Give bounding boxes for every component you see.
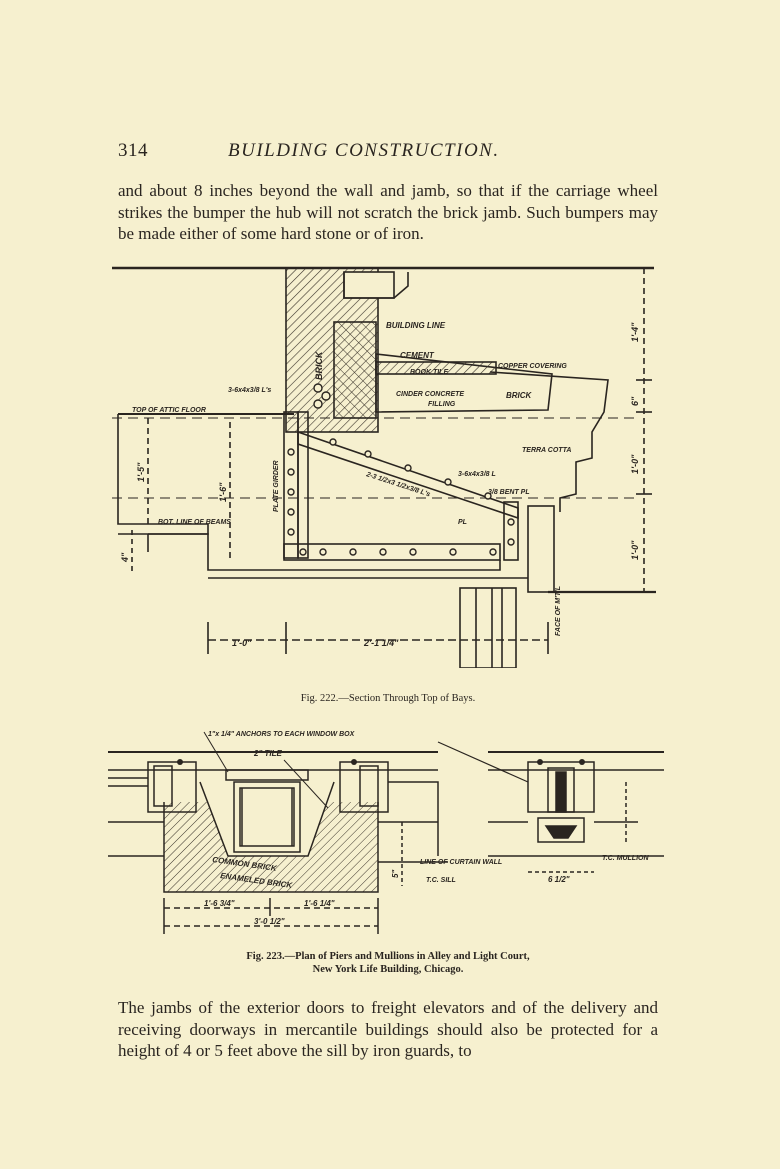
plan-drawing: 1"x 1/4" ANCHORS TO EACH WINDOW BOX 2" T… — [108, 731, 664, 934]
label-terra-cotta: TERRA COTTA — [522, 447, 571, 454]
label-top-attic-floor: TOP OF ATTIC FLOOR — [132, 407, 206, 414]
figure-223-caption-line2: New York Life Building, Chicago. — [312, 964, 464, 975]
label-angle-small: 3-6x4x3/8 L — [458, 471, 496, 478]
dim-1-0-right-lower: 1'-0" — [630, 540, 640, 560]
figure-223-caption: Fig. 223.—Plan of Piers and Mullions in … — [118, 950, 658, 976]
label-bent-pl: 3/8 BENT PL — [488, 489, 530, 496]
dim-6: 6" — [630, 396, 640, 406]
dim-1-6-3-4: 1'-6 3/4" — [204, 899, 235, 908]
section-drawing: BUILDING LINE CEMENT COPPER COVERING BOO… — [112, 266, 656, 668]
label-tile: 2" TILE — [253, 749, 282, 758]
figure-222-section: BUILDING LINE CEMENT COPPER COVERING BOO… — [108, 262, 664, 668]
label-brick-right: BRICK — [506, 391, 533, 400]
paragraph-bottom: The jambs of the exterior doors to freig… — [118, 998, 658, 1060]
label-plate-girder: PLATE GIRDER — [273, 460, 280, 512]
figure-222-caption: Fig. 222.—Section Through Top of Bays. — [300, 693, 476, 704]
running-head: 314 BUILDING CONSTRUCTION. — [118, 140, 658, 168]
label-tc-sill: T.C. SILL — [426, 877, 456, 884]
figure-223-caption-line1: Fig. 223.—Plan of Piers and Mullions in … — [246, 951, 530, 962]
paragraph-top: and about 8 inches beyond the wall and j… — [118, 181, 658, 243]
dim-1-5: 1'-5" — [136, 462, 146, 482]
label-tc-mullion: T.C. MULLION — [602, 855, 649, 862]
label-book-tile: BOOK TILE — [410, 369, 448, 376]
label-cinder-concrete: CINDER CONCRETE — [396, 391, 464, 398]
label-anchors: 1"x 1/4" ANCHORS TO EACH WINDOW BOX — [208, 731, 356, 738]
label-cement: CEMENT — [400, 351, 435, 360]
page-number: 314 — [118, 140, 148, 161]
dim-1-4: 1'-4" — [630, 322, 640, 342]
dim-5: 5" — [391, 870, 400, 878]
dim-2-1: 2'-1 1/4" — [363, 638, 399, 648]
dim-1-6: 1'-6" — [218, 482, 228, 502]
dim-1-0-bottom: 1'-0" — [232, 638, 252, 648]
label-copper-covering: COPPER COVERING — [498, 363, 567, 370]
dim-1-6-1-4: 1'-6 1/4" — [304, 899, 335, 908]
running-title: BUILDING CONSTRUCTION. — [228, 140, 500, 161]
label-building-line: BUILDING LINE — [386, 321, 446, 330]
label-bot-line-beams: BOT. LINE OF BEAMS — [158, 519, 231, 526]
dim-1-0-right: 1'-0" — [630, 454, 640, 474]
label-angles-top: 3-6x4x3/8 L's — [228, 387, 271, 394]
dim-3-0-1-2: 3'-0 1/2" — [254, 917, 285, 926]
label-pl: PL — [458, 519, 467, 526]
figure-223-plan: 1"x 1/4" ANCHORS TO EACH WINDOW BOX 2" T… — [108, 722, 664, 940]
label-face-of-mtl: FACE OF M'T'L — [555, 586, 562, 636]
label-brick-wall: BRICK — [314, 350, 324, 380]
label-line-of-curtain-wall: LINE OF CURTAIN WALL — [420, 859, 502, 866]
dim-6-1-2: 6 1/2" — [548, 875, 570, 884]
label-filling: FILLING — [428, 401, 456, 408]
dim-4: 4" — [120, 552, 130, 563]
